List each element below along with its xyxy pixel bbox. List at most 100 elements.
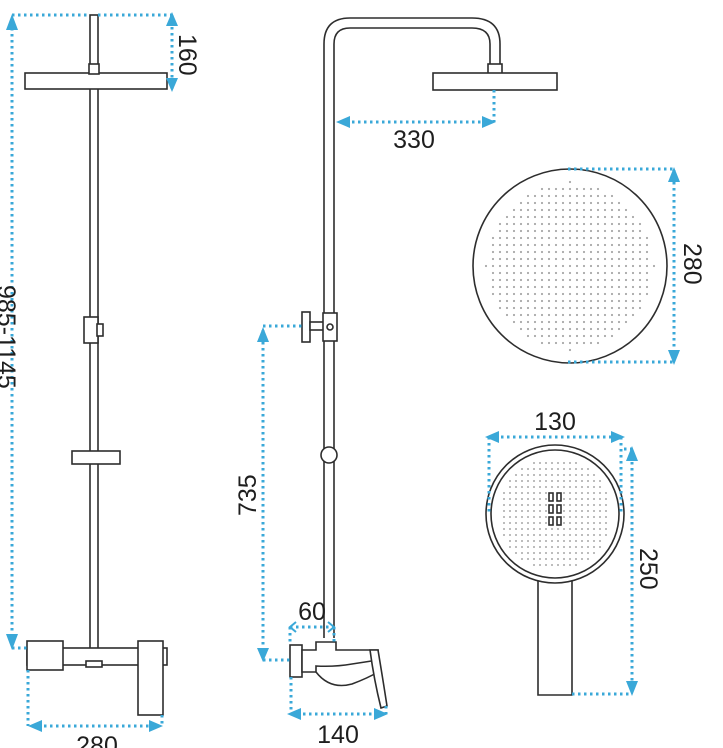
nozzle-dot xyxy=(593,504,595,506)
nozzle-dot xyxy=(568,292,572,296)
nozzle-dot xyxy=(498,236,502,240)
nozzle-dot xyxy=(624,320,628,324)
nozzle-dot xyxy=(568,222,572,226)
nozzle-dot xyxy=(533,474,535,476)
nozzle-dot xyxy=(557,474,559,476)
nozzle-dot xyxy=(561,271,565,275)
nozzle-dot xyxy=(526,306,530,310)
nozzle-dot xyxy=(505,257,509,261)
nozzle-dot xyxy=(596,334,600,338)
nozzle-dot xyxy=(557,564,559,566)
nozzle-dot xyxy=(515,534,517,536)
side-lever xyxy=(369,649,388,710)
nozzle-dot xyxy=(554,320,558,324)
nozzle-dot xyxy=(569,540,571,542)
nozzle-dot xyxy=(519,313,523,317)
nozzle-dot xyxy=(521,510,523,512)
nozzle-dot xyxy=(596,271,600,275)
nozzle-dot xyxy=(512,313,516,317)
nozzle-dot xyxy=(533,222,537,226)
nozzle-dot xyxy=(638,222,642,226)
nozzle-dot xyxy=(498,264,502,268)
nozzle-dot xyxy=(582,222,586,226)
nozzle-dot xyxy=(539,504,541,506)
nozzle-dot xyxy=(581,522,583,524)
nozzle-dot xyxy=(547,229,551,233)
nozzle-dot xyxy=(554,292,558,296)
nozzle-dot xyxy=(593,540,595,542)
nozzle-dot xyxy=(557,486,559,488)
nozzle-dot xyxy=(547,334,551,338)
nozzle-dot xyxy=(515,528,517,530)
nozzle-dot xyxy=(593,492,595,494)
nozzle-dot xyxy=(521,528,523,530)
nozzle-dot xyxy=(587,492,589,494)
nozzle-dot xyxy=(575,516,577,518)
nozzle-dot xyxy=(638,292,642,296)
label-head-diameter: 280 xyxy=(678,243,706,285)
nozzle-dot xyxy=(533,534,535,536)
nozzle-dot xyxy=(568,250,572,254)
nozzle-dot xyxy=(521,504,523,506)
nozzle-dot xyxy=(505,229,509,233)
nozzle-dot xyxy=(533,492,535,494)
nozzle-dot xyxy=(533,510,535,512)
nozzle-dot xyxy=(575,327,579,331)
nozzle-dot xyxy=(581,540,583,542)
nozzle-dot xyxy=(631,215,635,219)
nozzle-dot xyxy=(533,564,535,566)
nozzle-dot xyxy=(512,215,516,219)
nozzle-dot xyxy=(557,528,559,530)
nozzle-dot xyxy=(554,334,558,338)
hand-shower-handle xyxy=(537,572,573,696)
hand-shower-nozzle-pattern xyxy=(503,462,607,566)
nozzle-dot xyxy=(540,187,544,191)
nozzle-dot xyxy=(596,222,600,226)
nozzle-dot xyxy=(603,229,607,233)
nozzle-dot xyxy=(505,243,509,247)
nozzle-dot xyxy=(563,534,565,536)
nozzle-dot xyxy=(519,201,523,205)
nozzle-dot xyxy=(527,492,529,494)
nozzle-dot xyxy=(503,498,505,500)
nozzle-dot xyxy=(521,492,523,494)
nozzle-dot xyxy=(554,278,558,282)
nozzle-dot xyxy=(503,510,505,512)
nozzle-dot xyxy=(533,498,535,500)
nozzle-dot xyxy=(587,534,589,536)
nozzle-dot xyxy=(526,278,530,282)
nozzle-dot xyxy=(593,552,595,554)
nozzle-dot xyxy=(561,236,565,240)
nozzle-dot xyxy=(610,201,614,205)
nozzle-dot xyxy=(539,552,541,554)
nozzle-dot xyxy=(540,341,544,345)
nozzle-dot xyxy=(596,341,600,345)
label-spout-depth: 60 xyxy=(298,598,326,626)
nozzle-dot xyxy=(589,215,593,219)
nozzle-dot xyxy=(519,222,523,226)
nozzle-dot xyxy=(540,194,544,198)
nozzle-dot xyxy=(638,250,642,254)
nozzle-dot xyxy=(563,462,565,464)
nozzle-dot xyxy=(645,271,649,275)
nozzle-dot xyxy=(581,468,583,470)
nozzle-dot xyxy=(605,528,607,530)
nozzle-dot xyxy=(575,498,577,500)
nozzle-dot xyxy=(547,299,551,303)
nozzle-dot xyxy=(505,285,509,289)
nozzle-dot xyxy=(581,510,583,512)
nozzle-dot xyxy=(603,299,607,303)
nozzle-dot xyxy=(589,306,593,310)
nozzle-dot xyxy=(519,250,523,254)
side-riser-inner xyxy=(333,27,491,638)
nozzle-dot xyxy=(563,540,565,542)
nozzle-dot xyxy=(605,510,607,512)
nozzle-dot xyxy=(610,229,614,233)
nozzle-dot xyxy=(582,215,586,219)
nozzle-dot xyxy=(509,540,511,542)
nozzle-dot xyxy=(491,264,495,268)
nozzle-dot xyxy=(603,215,607,219)
nozzle-dot xyxy=(575,278,579,282)
nozzle-dot xyxy=(540,285,544,289)
nozzle-dot xyxy=(569,462,571,464)
